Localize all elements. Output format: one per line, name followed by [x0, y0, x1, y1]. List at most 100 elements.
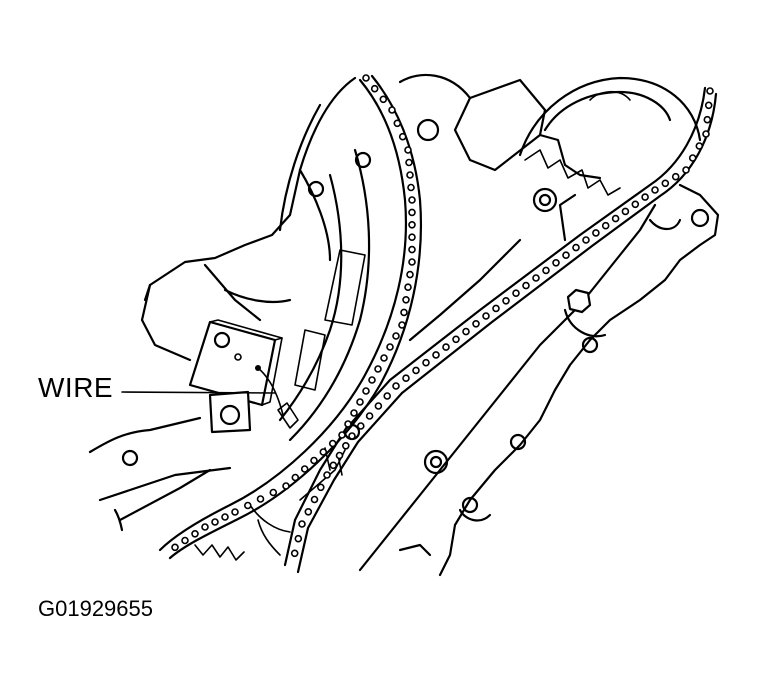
- chain-roller: [472, 319, 480, 328]
- chain-roller: [323, 471, 331, 479]
- chain-roller: [408, 196, 416, 204]
- chain-roller: [405, 158, 413, 167]
- chain-roller: [231, 508, 239, 516]
- chain-roller: [380, 354, 388, 362]
- chain-roller: [362, 387, 370, 395]
- chain-roller: [398, 321, 406, 329]
- chain-roller: [641, 193, 649, 201]
- timing-chain-right-strand: [283, 86, 718, 574]
- chain-roller: [211, 518, 219, 526]
- chain-roller: [191, 529, 199, 538]
- chain-roller: [290, 549, 299, 558]
- chain-roller: [392, 332, 400, 340]
- chain-roller: [383, 392, 392, 400]
- chain-guide-left: [278, 148, 372, 442]
- chain-roller: [651, 186, 659, 194]
- chain-roller: [407, 183, 415, 192]
- chain-roller: [201, 523, 209, 531]
- chain-roller: [291, 473, 300, 482]
- chain-roller: [406, 270, 414, 279]
- chain-roller: [702, 130, 710, 138]
- chain-links: [171, 74, 714, 558]
- chain-roller: [386, 343, 394, 351]
- chain-roller: [404, 283, 412, 292]
- chain-roller: [502, 296, 510, 305]
- chain-roller: [408, 208, 416, 217]
- chain-roller: [542, 266, 550, 275]
- chain-roller: [368, 376, 376, 384]
- chain-roller: [688, 154, 697, 162]
- chain-roller: [422, 358, 430, 367]
- chain-roller: [365, 412, 374, 420]
- crank-position-sensor: [188, 319, 283, 434]
- chain-roller: [462, 327, 470, 336]
- chain-roller: [298, 520, 306, 528]
- chain-roller: [402, 374, 410, 383]
- chain-roller: [393, 119, 402, 128]
- engine-housing-left: [88, 76, 357, 532]
- chain-roller: [704, 101, 713, 110]
- chain-roller: [592, 229, 600, 237]
- chain-roller: [512, 289, 520, 298]
- chain-roller: [695, 142, 704, 150]
- chain-roller: [370, 84, 379, 93]
- chain-roller: [522, 281, 530, 290]
- chain-roller: [319, 448, 328, 456]
- chain-roller: [304, 507, 313, 516]
- chain-roller: [432, 351, 440, 359]
- chain-roller: [562, 251, 570, 259]
- chain-roller: [310, 456, 318, 465]
- chain-roller: [374, 365, 382, 373]
- chain-roller: [442, 343, 450, 351]
- chain-roller: [682, 166, 690, 174]
- chain-roller: [631, 200, 640, 209]
- chain-roller: [392, 382, 400, 390]
- timing-chain-left-strand: [158, 74, 423, 560]
- chain-roller: [400, 308, 408, 317]
- chain-roller: [492, 304, 500, 313]
- chain-roller: [356, 398, 364, 406]
- chain-roller: [171, 543, 179, 552]
- chain-roller: [706, 87, 714, 95]
- chain-roller: [338, 431, 346, 439]
- chain-roller: [572, 243, 580, 252]
- chain-roller: [482, 312, 490, 320]
- wire-label: WIRE: [38, 372, 114, 403]
- chain-roller: [398, 132, 407, 141]
- chain-roller: [601, 221, 610, 230]
- chain-roller: [221, 513, 229, 521]
- chain-roller: [329, 461, 338, 470]
- chain-roller: [402, 295, 410, 304]
- chain-roller: [379, 95, 388, 104]
- camshaft-sprocket: [398, 73, 702, 213]
- chain-roller: [335, 451, 344, 460]
- chain-roller: [294, 534, 303, 543]
- chain-roller: [316, 483, 325, 492]
- chain-roller: [452, 335, 460, 344]
- chain-roller: [552, 258, 560, 267]
- chain-roller: [310, 495, 319, 504]
- chain-roller: [408, 233, 416, 241]
- chain-roller: [412, 366, 420, 375]
- chain-roller: [300, 465, 309, 473]
- engine-housing-right: [358, 183, 720, 577]
- chain-roller: [348, 432, 356, 440]
- chain-roller: [532, 274, 540, 282]
- chain-roller: [404, 146, 412, 154]
- figure-id: G01929655: [38, 596, 153, 621]
- chain-roller: [356, 422, 365, 430]
- chain-roller: [374, 402, 383, 410]
- chain-roller: [406, 171, 414, 179]
- chain-roller: [611, 214, 620, 223]
- chain-roller: [341, 441, 350, 450]
- chain-roller: [350, 409, 358, 417]
- chain-roller: [408, 245, 416, 254]
- chain-roller: [344, 420, 352, 428]
- chain-roller: [328, 439, 337, 448]
- chain-roller: [388, 106, 396, 114]
- chain-roller: [621, 207, 630, 216]
- chain-roller: [661, 179, 670, 188]
- chain-roller: [256, 495, 265, 503]
- chain-roller: [408, 258, 416, 266]
